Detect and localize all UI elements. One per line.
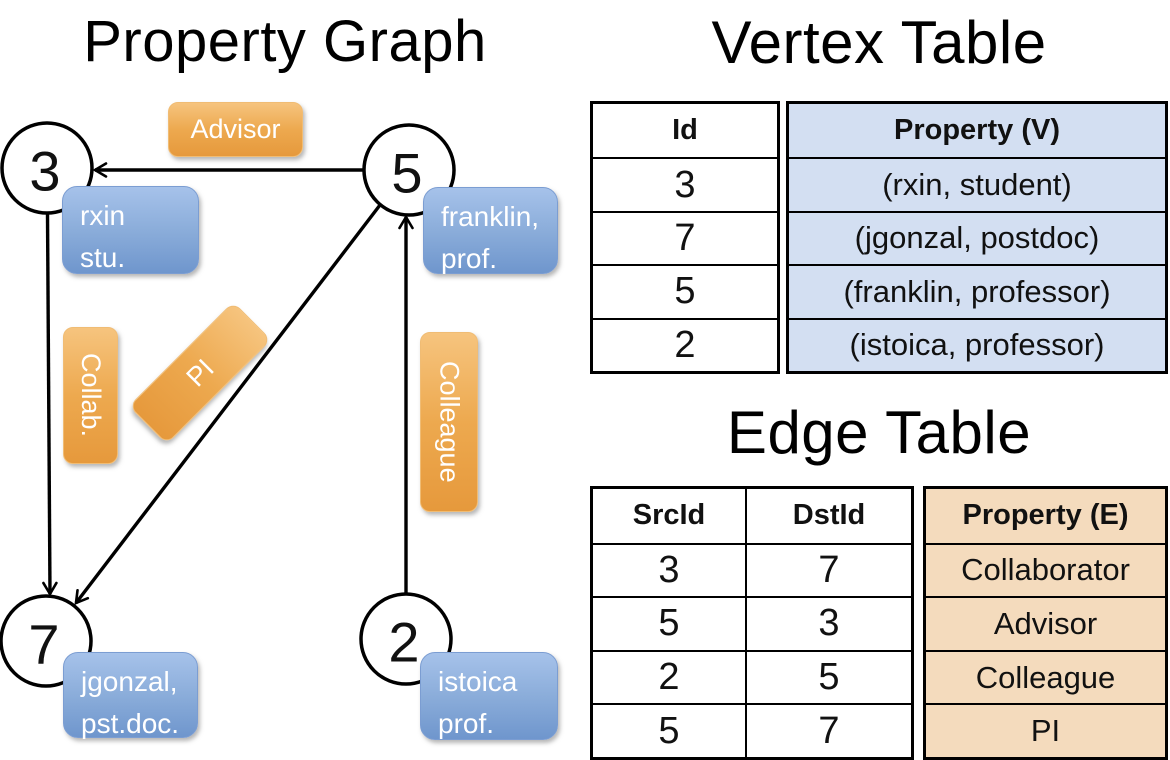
edge-pi-5-to-7 — [74, 203, 382, 606]
edge-table-dstid-cell: 7 — [745, 703, 911, 757]
edge-table-id-columns: SrcId DstId 3 7 5 3 2 5 5 7 — [590, 486, 914, 760]
edge-table-property-cell: PI — [926, 703, 1165, 757]
edge-table-header-property: Property (E) — [926, 489, 1165, 543]
edge-label-collab: Collab. — [63, 327, 118, 464]
vertex-table-property-cell: (istoica, professor) — [789, 317, 1165, 371]
vertex-property-box-7: jgonzal, pst.doc. — [63, 652, 198, 739]
vertex-property-line: istoica — [438, 666, 518, 697]
edge-label-advisor: Advisor — [168, 102, 303, 157]
node-3-id: 3 — [29, 140, 60, 203]
vertex-property-box-3: rxin stu. — [62, 186, 199, 274]
vertex-property-line: stu. — [80, 242, 126, 273]
vertex-property-line: rxin — [80, 200, 126, 231]
vertex-property-line: franklin, — [441, 201, 540, 232]
edge-table-property-cell: Collaborator — [926, 542, 1165, 597]
vertex-property-box-2: istoica prof. — [420, 652, 558, 740]
vertex-table-property-cell: (rxin, student) — [789, 157, 1165, 211]
edge-collab-3-to-7 — [42, 213, 58, 597]
edge-table-srcid-cell: 5 — [593, 703, 745, 757]
edge-table-srcid-cell: 5 — [593, 596, 745, 650]
edge-table-property-column: Property (E) Collaborator Advisor Collea… — [923, 486, 1168, 760]
vertex-table-property-cell: (jgonzal, postdoc) — [789, 210, 1165, 265]
vertex-table-header-id: Id — [672, 114, 698, 147]
vertex-table-property-column: Property (V) (rxin, student) (jgonzal, p… — [786, 101, 1168, 374]
edge-label-pi-text: PI — [180, 353, 220, 393]
vertex-property-line: prof. — [441, 243, 498, 274]
edge-table-srcid-cell: 3 — [593, 542, 745, 597]
vertex-table-id-cell: 5 — [593, 264, 777, 317]
node-5-id: 5 — [391, 142, 422, 205]
edge-table-property-cell: Colleague — [926, 649, 1165, 704]
edge-label-advisor-text: Advisor — [190, 114, 281, 144]
edge-label-collab-text: Collab. — [76, 353, 106, 438]
vertex-property-box-5: franklin, prof. — [423, 187, 558, 274]
edge-table-dstid-cell: 7 — [745, 542, 911, 597]
vertex-table-id-column: Id 3 7 5 2 — [590, 101, 780, 374]
vertex-property-line: prof. — [438, 708, 495, 739]
edge-table-title: Edge Table — [726, 399, 1032, 466]
edge-label-colleague: Colleague — [420, 332, 478, 512]
edge-table-srcid-cell: 2 — [593, 649, 745, 704]
vertex-table-header-property: Property (V) — [789, 104, 1165, 158]
vertex-property-line: jgonzal, — [81, 666, 178, 697]
vertex-table-id-cell: 2 — [593, 317, 777, 371]
node-2-id: 2 — [388, 611, 419, 674]
vertex-table-property-cell: (franklin, professor) — [789, 264, 1165, 318]
edge-table-header-srcid: SrcId — [632, 499, 706, 532]
vertex-table-title: Vertex Table — [711, 9, 1047, 76]
vertex-table-id-cell: 7 — [593, 210, 777, 264]
edge-table-dstid-cell: 3 — [745, 596, 911, 650]
edge-table-dstid-cell: 5 — [745, 649, 911, 704]
edge-table-property-cell: Advisor — [926, 596, 1165, 650]
edge-label-colleague-text: Colleague — [434, 361, 465, 483]
vertex-table-id-cell: 3 — [593, 157, 777, 210]
node-7-id: 7 — [28, 613, 59, 676]
edge-table-header-dstid: DstId — [745, 489, 911, 543]
property-graph-title: Property Graph — [83, 9, 487, 74]
vertex-property-line: pst.doc. — [81, 708, 180, 739]
